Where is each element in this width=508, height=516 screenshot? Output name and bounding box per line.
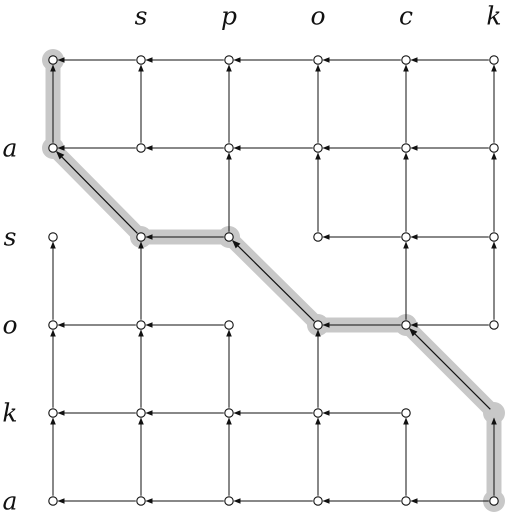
graph-node (401, 496, 411, 506)
graph-node (313, 232, 323, 242)
graph-node (48, 143, 58, 153)
edge-layer (50, 57, 497, 504)
graph-node (401, 55, 411, 65)
graph-node (224, 408, 234, 418)
graph-node (224, 232, 234, 242)
diagonal-edge (56, 151, 138, 234)
graph-node (489, 55, 499, 65)
graph-node (401, 320, 411, 330)
graph-node (136, 232, 146, 242)
graph-node (313, 143, 323, 153)
graph-node (401, 408, 411, 418)
graph-node (224, 320, 234, 330)
graph-node (489, 496, 499, 506)
row-label-1: a (2, 133, 18, 163)
graph-node (48, 232, 58, 242)
diagonal-edge (409, 328, 491, 410)
graph-node (136, 55, 146, 65)
row-label-5: a (2, 486, 18, 516)
row-label-2: s (3, 222, 17, 252)
graph-node (224, 496, 234, 506)
graph-node (48, 55, 58, 65)
row-label-3: o (2, 310, 18, 340)
graph-node (48, 408, 58, 418)
diagonal-edge (232, 240, 315, 322)
graph-node (489, 143, 499, 153)
graph-node (48, 320, 58, 330)
graph-node (136, 320, 146, 330)
graph-node (224, 55, 234, 65)
graph-node (401, 232, 411, 242)
graph-node (136, 408, 146, 418)
graph-node (48, 496, 58, 506)
graph-node (313, 408, 323, 418)
graph-node (313, 320, 323, 330)
graph-node (136, 143, 146, 153)
column-label-3: o (310, 1, 326, 31)
graph-node (313, 55, 323, 65)
column-label-5: k (486, 1, 502, 31)
node-layer (48, 55, 499, 506)
graph-node (489, 320, 499, 330)
column-label-4: c (398, 1, 414, 31)
graph-node (401, 143, 411, 153)
column-label-2: p (220, 1, 238, 31)
graph-node (136, 496, 146, 506)
graph-node (224, 143, 234, 153)
column-label-1: s (134, 1, 148, 31)
row-label-4: k (2, 398, 18, 428)
graph-node (489, 232, 499, 242)
graph-node (313, 496, 323, 506)
